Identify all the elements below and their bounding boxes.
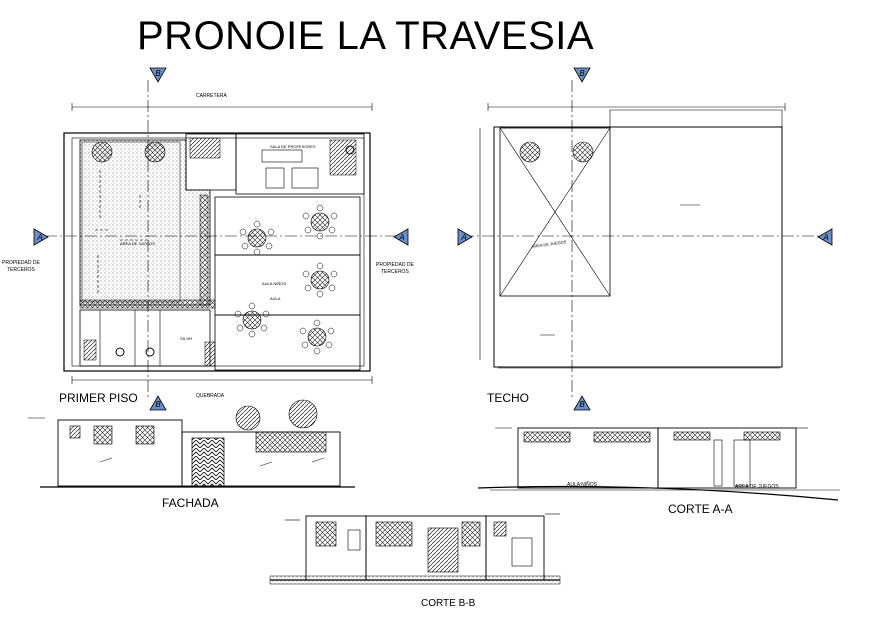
tree-icon xyxy=(91,141,166,163)
corte-bb-label: CORTE B-B xyxy=(421,598,476,609)
tree-icon xyxy=(519,141,594,163)
marker-letter: A xyxy=(398,233,404,242)
section-marker-letters: B B B B A A A A xyxy=(36,69,828,409)
section-marker-a-icon xyxy=(817,228,833,246)
corte-aa-label: CORTE A-A xyxy=(668,502,733,516)
marker-letter: A xyxy=(460,233,466,242)
drawing-title: PRONOIE LA TRAVESIA xyxy=(137,14,595,58)
svg-text:SALA DE PROFESORES: SALA DE PROFESORES xyxy=(270,144,316,149)
section-marker-a-icon xyxy=(33,228,49,246)
propiedad-terceros-left: PROPIEDAD DE TERCEROS xyxy=(2,260,40,273)
section-marker-b-icon xyxy=(149,395,167,411)
marker-letter: A xyxy=(36,233,42,242)
section-lines xyxy=(45,80,826,398)
svg-text:AREA DE JUEGOS: AREA DE JUEGOS xyxy=(120,241,155,246)
section-marker-b-icon xyxy=(573,395,591,411)
marker-letter: B xyxy=(155,69,161,78)
primer-piso-label: PRIMER PISO xyxy=(59,391,138,405)
section-aa xyxy=(477,427,840,501)
section-marker-a-icon xyxy=(393,228,409,246)
area-juegos-section-label: AREA DE JUEGOS xyxy=(735,484,779,490)
quebrada-label: QUEBRADA xyxy=(196,393,225,399)
facade-elevation xyxy=(28,399,355,488)
aula-ninos-label: AULA NIÑOS xyxy=(567,482,598,488)
svg-text:SS.HH: SS.HH xyxy=(180,336,192,341)
marker-letter: B xyxy=(579,400,585,409)
propiedad-terceros-right: PROPIEDAD DE TERCEROS xyxy=(376,262,414,275)
floor-plan: SALA DE PROFESORES AREA DE JUEGOS AULA N… xyxy=(63,103,373,384)
fachada-label: FACHADA xyxy=(162,496,219,510)
carretera-label: CARRETERA xyxy=(196,93,227,99)
section-marker-a-icon xyxy=(457,228,473,246)
section-markers xyxy=(33,67,833,411)
marker-letter: B xyxy=(579,69,585,78)
roof-plan xyxy=(479,103,786,369)
techo-label: TECHO xyxy=(487,391,529,405)
section-marker-b-icon xyxy=(573,67,591,83)
chair-icon xyxy=(234,204,338,355)
tree-icon xyxy=(235,399,318,431)
marker-letter: B xyxy=(155,400,161,409)
section-bb xyxy=(269,513,561,585)
area-juegos-label: AREA DE JUEGOS xyxy=(531,239,567,249)
svg-text:AULA: AULA xyxy=(270,296,281,301)
marker-letter: A xyxy=(822,233,828,242)
table-icon xyxy=(242,212,330,347)
svg-text:AULA NIÑOS: AULA NIÑOS xyxy=(262,281,286,286)
section-marker-b-icon xyxy=(149,67,167,83)
